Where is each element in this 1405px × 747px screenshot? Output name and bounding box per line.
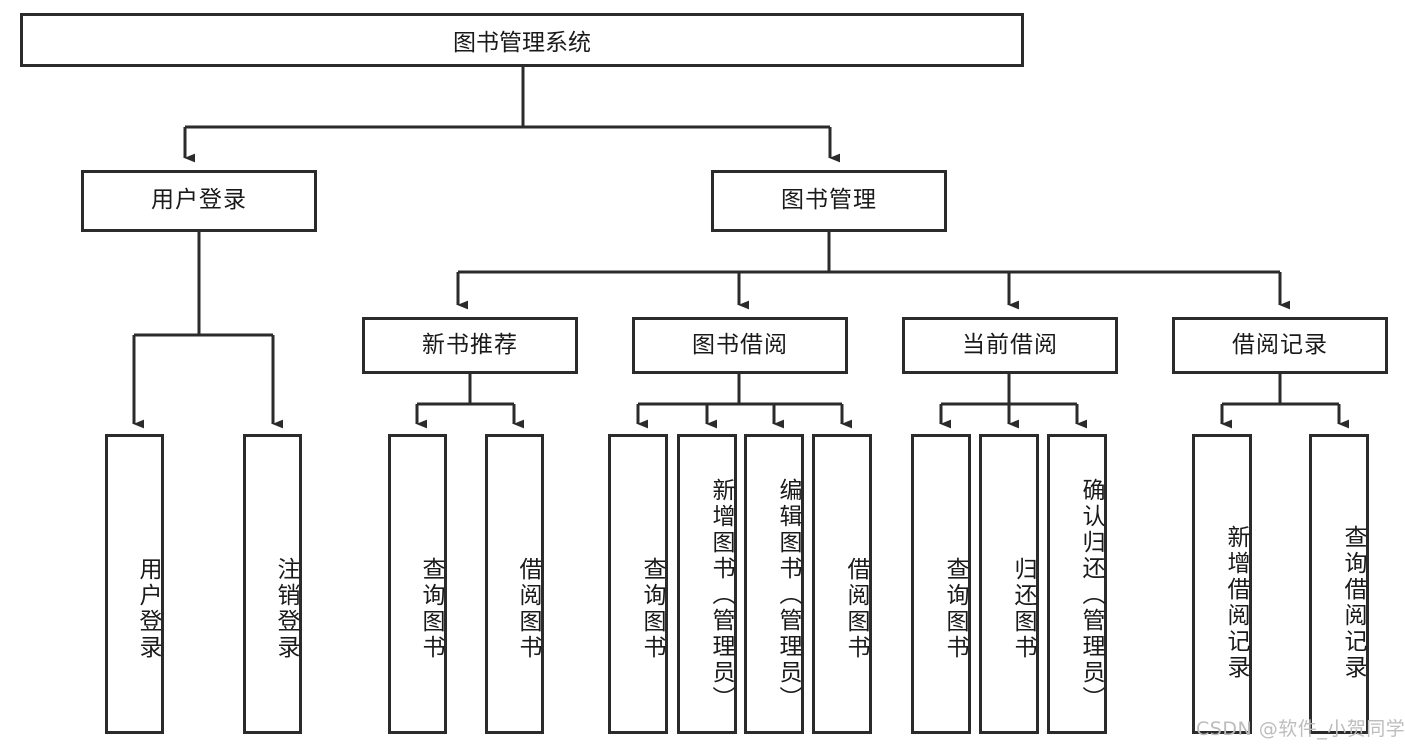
leaf-query-record-label: 查询借阅记录 (1340, 525, 1366, 681)
leaf-user-logout-label: 注销登录 (273, 557, 299, 661)
node-user-login[interactable]: 用户登录 (81, 170, 317, 232)
leaf-query-record[interactable]: 查询借阅记录 (1309, 434, 1369, 734)
leaf-query-book-3[interactable]: 查询图书 (911, 434, 971, 734)
leaf-borrow-book-1-label: 借阅图书 (515, 557, 541, 661)
leaf-confirm-return-label: 确认归还（管理员） (1078, 478, 1104, 712)
leaf-add-record[interactable]: 新增借阅记录 (1192, 434, 1252, 734)
node-user-login-label: 用户登录 (151, 187, 247, 214)
node-book-borrow-label: 图书借阅 (692, 331, 788, 358)
leaf-query-book-1[interactable]: 查询图书 (388, 434, 447, 734)
leaf-borrow-book-2-label: 借阅图书 (843, 557, 869, 661)
node-current-borrow-label: 当前借阅 (962, 331, 1058, 358)
leaf-add-book[interactable]: 新增图书（管理员） (677, 434, 737, 734)
leaf-user-logout[interactable]: 注销登录 (243, 434, 302, 734)
leaf-query-book-1-label: 查询图书 (418, 557, 444, 661)
leaf-borrow-book-2[interactable]: 借阅图书 (812, 434, 872, 734)
node-root-label: 图书管理系统 (453, 30, 591, 56)
leaf-user-login-label: 用户登录 (135, 557, 161, 661)
leaf-return-book-label: 归还图书 (1010, 557, 1036, 661)
leaf-confirm-return[interactable]: 确认归还（管理员） (1047, 434, 1107, 734)
leaf-edit-book-label: 编辑图书（管理员） (775, 478, 801, 712)
leaf-add-record-label: 新增借阅记录 (1223, 525, 1249, 681)
node-borrow-record[interactable]: 借阅记录 (1172, 317, 1388, 374)
leaf-query-book-2[interactable]: 查询图书 (608, 434, 668, 734)
node-book-borrow[interactable]: 图书借阅 (632, 317, 848, 374)
node-new-book-rec[interactable]: 新书推荐 (362, 317, 578, 374)
leaf-query-book-2-label: 查询图书 (639, 557, 665, 661)
leaf-user-login[interactable]: 用户登录 (105, 434, 164, 734)
leaf-add-book-label: 新增图书（管理员） (708, 478, 734, 712)
leaf-edit-book[interactable]: 编辑图书（管理员） (744, 434, 804, 734)
leaf-return-book[interactable]: 归还图书 (979, 434, 1039, 734)
leaf-borrow-book-1[interactable]: 借阅图书 (485, 434, 544, 734)
node-book-manage-label: 图书管理 (781, 187, 877, 214)
csdn-watermark: CSDN @软件_小贺同学 (1196, 718, 1405, 740)
node-root[interactable]: 图书管理系统 (20, 13, 1024, 67)
node-new-book-rec-label: 新书推荐 (422, 331, 518, 358)
node-borrow-record-label: 借阅记录 (1232, 331, 1328, 358)
leaf-query-book-3-label: 查询图书 (942, 557, 968, 661)
node-current-borrow[interactable]: 当前借阅 (902, 317, 1118, 374)
node-book-manage[interactable]: 图书管理 (711, 170, 947, 232)
